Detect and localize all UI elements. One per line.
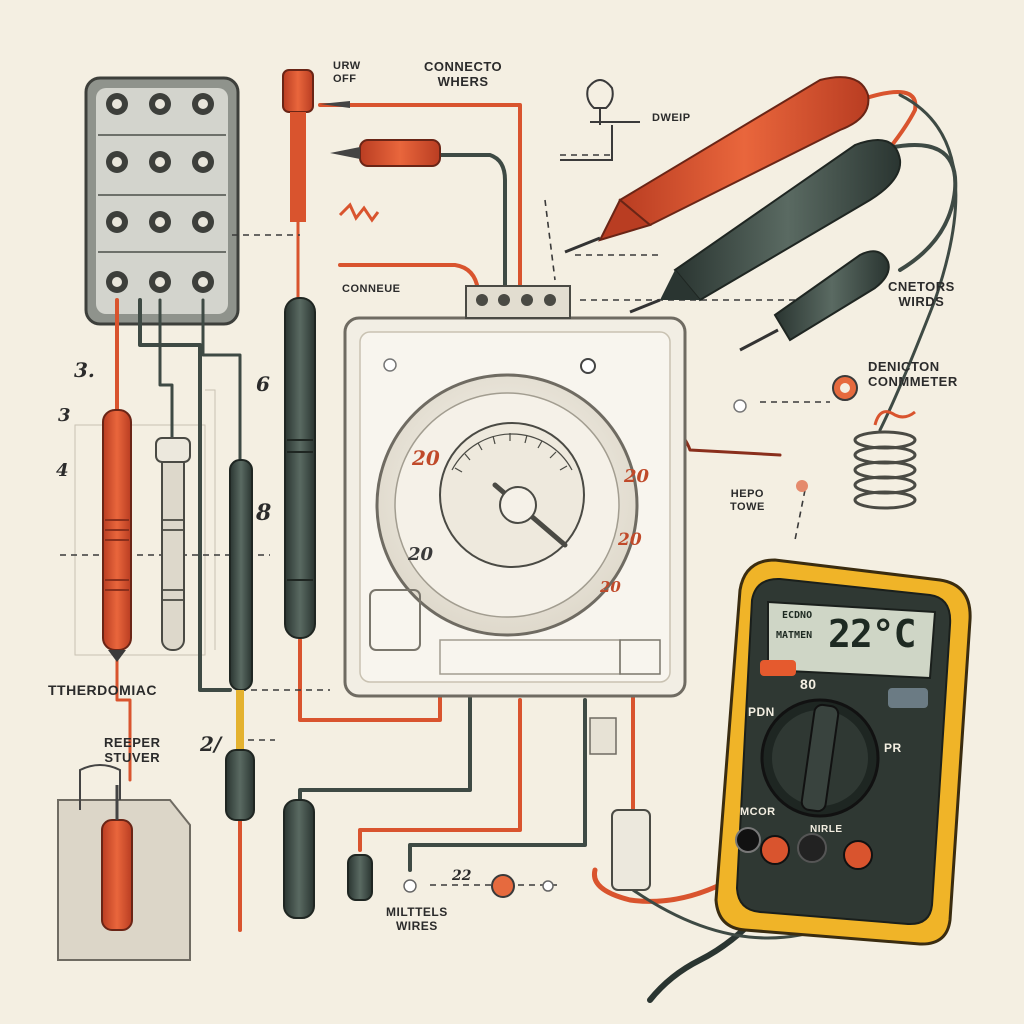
dial-number-left-top: 20 (412, 446, 440, 470)
label-drip: DWEIP (652, 112, 691, 124)
step-number-22: 22 (452, 868, 472, 884)
stripper-driver-icon (57, 764, 191, 961)
spark-icon (338, 202, 380, 223)
multimeter-mode-tag: MCOR (740, 806, 776, 818)
dial-number-right-mid: 20 (618, 530, 642, 550)
label-detection-multimeter: DENICTON CONMMETER (868, 359, 958, 389)
multimeter-range-value: 80 (800, 676, 817, 692)
light-bulb-icon (560, 79, 640, 161)
dial-number-right-bottom: 20 (600, 578, 621, 596)
dial-number-right-top: 20 (624, 466, 650, 487)
label-turn-off: URW OFF (333, 60, 361, 85)
indicator-lamp-icon (403, 375, 858, 898)
multimeter-display-tag-2: MATMEN (776, 630, 813, 641)
dial-number-left-bottom: 20 (408, 544, 434, 565)
step-number-4: 4 (56, 460, 69, 481)
multimeter-side-marks: PDN (748, 705, 775, 719)
step-number-3b: 3 (58, 405, 71, 426)
step-number-6: 6 (256, 372, 270, 396)
label-stripper-driver: REEPER STUVER (104, 735, 161, 765)
label-heat-tower: HEPO TOWE (730, 488, 765, 513)
label-connector-tag: CONNEUE (342, 283, 401, 295)
dial-ticks (454, 433, 568, 473)
label-thermostat: TTHERDOMIAC (48, 682, 157, 698)
label-multimeter-wires: MILTTELS WIRES (386, 905, 448, 933)
step-number-8: 8 (256, 500, 272, 526)
multimeter-display-reading: 22°C (828, 612, 917, 656)
thermostat-icon (343, 285, 747, 755)
multimeter-right-marks: PR (884, 741, 902, 755)
test-probes-right (564, 76, 902, 352)
step-number-3a: 3. (74, 358, 95, 382)
step-number-2: 2/ (200, 732, 222, 756)
wire-coil-icon (853, 410, 917, 510)
multimeter-icon (714, 558, 972, 946)
terminal-block-icon (84, 76, 240, 326)
probe-icon (102, 69, 651, 919)
label-connectors-wires: CNETORS WIRDS (888, 279, 955, 309)
multimeter-port-label: NIRLE (810, 824, 843, 835)
frame-lines (74, 389, 216, 656)
label-connect-wires: CONNECTO WHERS (424, 59, 503, 89)
multimeter-display-tag-1: ECDNO (782, 610, 813, 621)
